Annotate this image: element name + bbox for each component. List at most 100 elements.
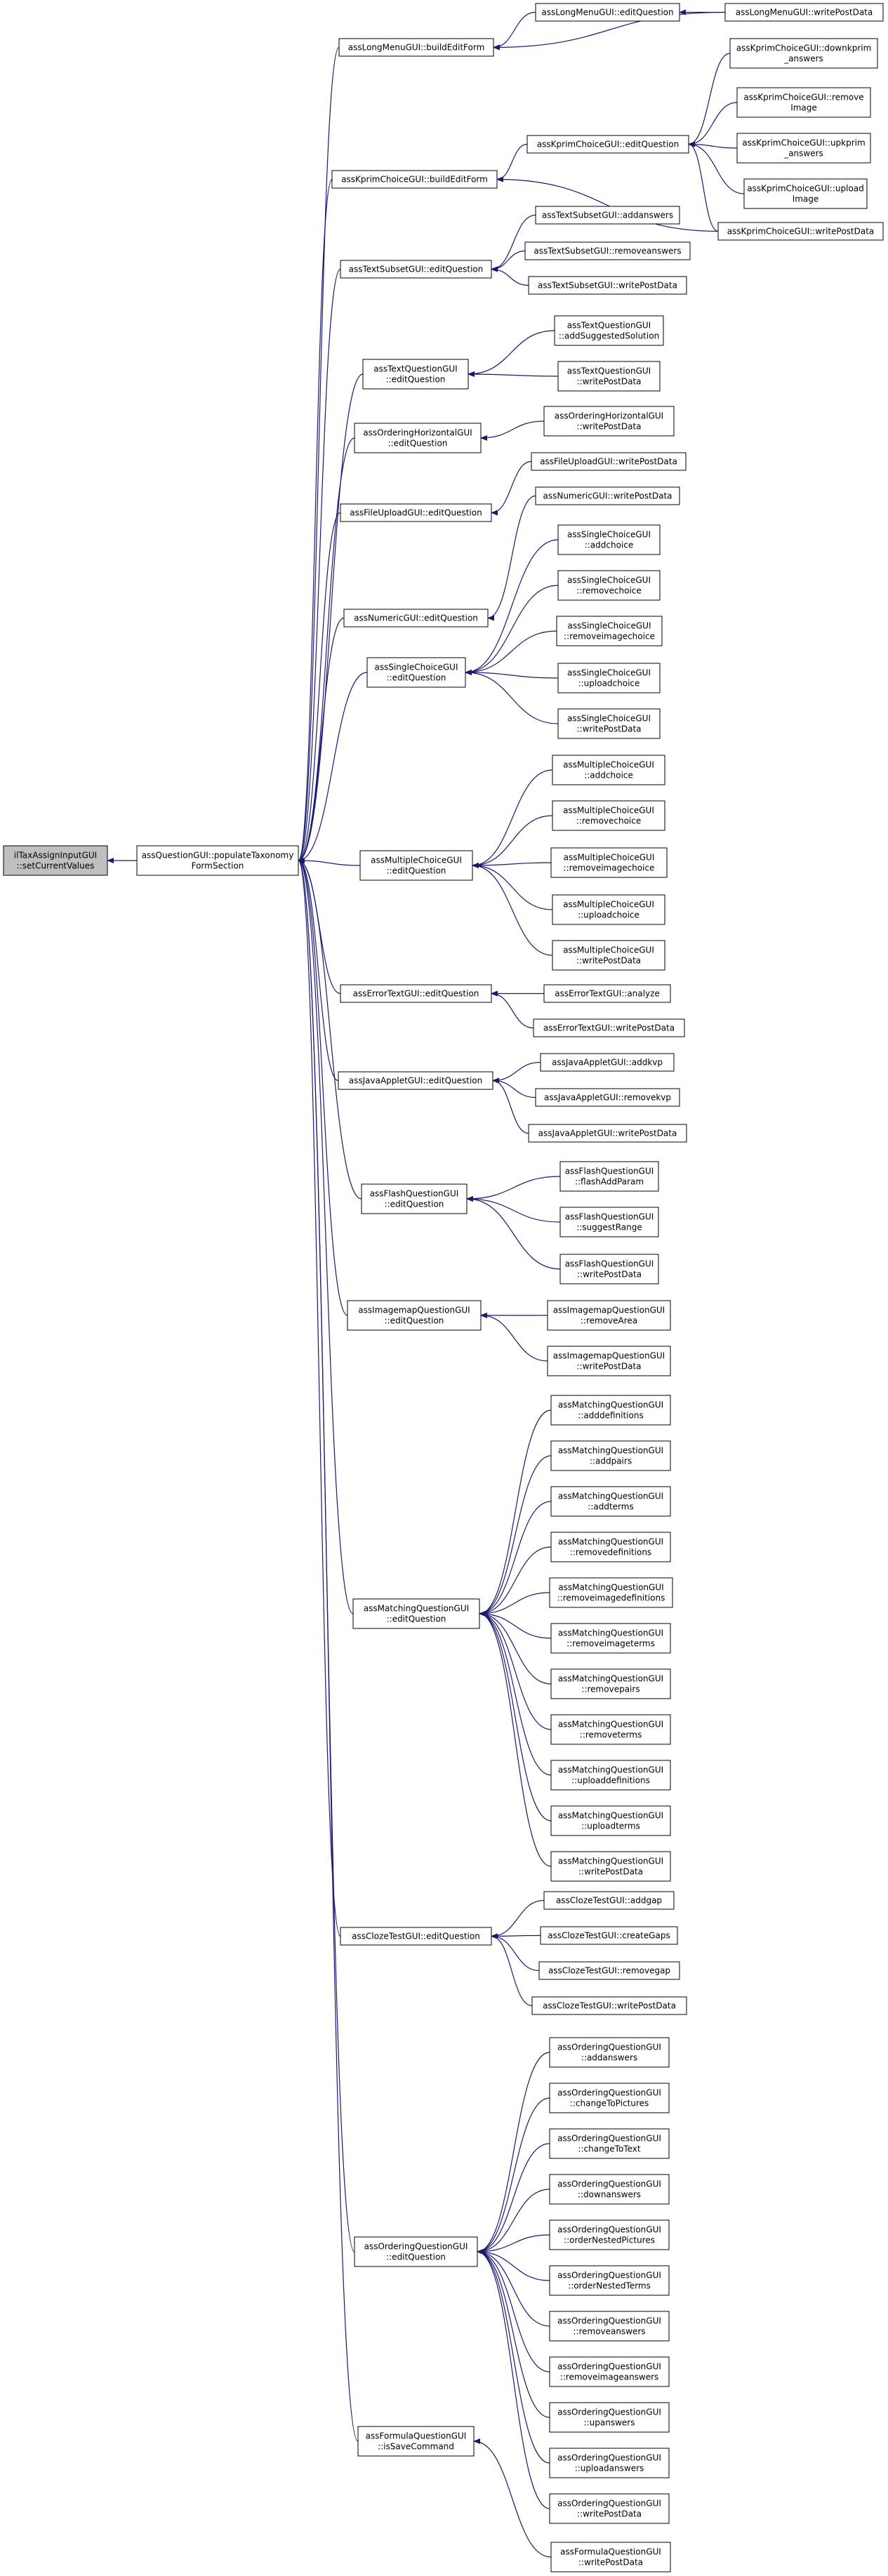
node-fu_write[interactable]: assFileUploadGUI::writePostData — [531, 452, 687, 471]
node-or_write[interactable]: assOrderingQuestionGUI::writePostData — [549, 2493, 670, 2524]
node-mc_remove[interactable]: assMultipleChoiceGUI::removechoice — [552, 800, 665, 831]
node-ts_write[interactable]: assTextSubsetGUI::writePostData — [528, 276, 687, 295]
node-mc_add[interactable]: assMultipleChoiceGUI::addchoice — [552, 755, 665, 785]
edge-ts_edit-to-populate — [298, 268, 341, 863]
node-kp_build[interactable]: assKprimChoiceGUI::buildEditForm — [331, 170, 498, 189]
node-sc_edit[interactable]: assSingleChoiceGUI::editQuestion — [366, 657, 466, 688]
node-ja_write[interactable]: assJavaAppletGUI::writePostData — [528, 1124, 687, 1143]
edge-fl_write-to-fl_edit — [466, 1196, 561, 1270]
node-ma_remterms[interactable]: assMatchingQuestionGUI::removeterms — [550, 1714, 671, 1745]
node-label-line: assErrorTextGUI::analyze — [555, 989, 660, 999]
node-sc_remove[interactable]: assSingleChoiceGUI::removechoice — [557, 570, 661, 601]
node-root[interactable]: ilTaxAssignInputGUI::setCurrentValues — [3, 845, 108, 876]
node-mc_edit[interactable]: assMultipleChoiceGUI::editQuestion — [359, 850, 473, 881]
node-sc_write[interactable]: assSingleChoiceGUI::writePostData — [557, 708, 661, 739]
node-ma_adddef[interactable]: assMatchingQuestionGUI::adddefinitions — [550, 1395, 671, 1426]
node-fl_add[interactable]: assFlashQuestionGUI::flashAddParam — [559, 1161, 659, 1192]
node-fl_suggest[interactable]: assFlashQuestionGUI::suggestRange — [559, 1207, 659, 1237]
node-ma_addterms[interactable]: assMatchingQuestionGUI::addterms — [550, 1486, 671, 1517]
node-box — [550, 2542, 671, 2572]
node-im_remove[interactable]: assImagemapQuestionGUI::removeArea — [547, 1300, 671, 1331]
node-tq_write[interactable]: assTextQuestionGUI::writePostData — [557, 361, 661, 392]
node-et_analyze[interactable]: assErrorTextGUI::analyze — [543, 984, 671, 1003]
node-or_removeimg[interactable]: assOrderingQuestionGUI::removeimageanswe… — [549, 2356, 670, 2387]
node-tq_add[interactable]: assTextQuestionGUI::addSuggestedSolution — [554, 315, 664, 346]
node-ts_remove[interactable]: assTextSubsetGUI::removeanswers — [524, 241, 691, 260]
node-kp_up[interactable]: assKprimChoiceGUI::upkprim_answers — [736, 133, 871, 164]
node-box — [557, 524, 661, 555]
node-fu_edit[interactable]: assFileUploadGUI::editQuestion — [340, 503, 492, 522]
node-sc_removeimg[interactable]: assSingleChoiceGUI::removeimagechoice — [556, 616, 663, 646]
node-tq_edit[interactable]: assTextQuestionGUI::editQuestion — [362, 359, 469, 390]
node-box — [528, 1124, 687, 1143]
node-im_write[interactable]: assImagemapQuestionGUI::writePostData — [547, 1346, 671, 1376]
node-cz_remove[interactable]: assClozeTestGUI::removegap — [538, 1961, 680, 1980]
node-mc_removeimg[interactable]: assMultipleChoiceGUI::removeimagechoice — [550, 847, 668, 878]
node-cz_addgap[interactable]: assClozeTestGUI::addgap — [543, 1891, 675, 1910]
node-ma_write[interactable]: assMatchingQuestionGUI::writePostData — [550, 1851, 671, 1882]
node-or_nestterms[interactable]: assOrderingQuestionGUI::orderNestedTerms — [549, 2265, 670, 2296]
node-kp_down[interactable]: assKprimChoiceGUI::downkprim_answers — [729, 38, 878, 69]
node-ja_remove[interactable]: assJavaAppletGUI::removekvp — [535, 1088, 680, 1107]
node-ma_addpairs[interactable]: assMatchingQuestionGUI::addpairs — [550, 1440, 671, 1471]
node-or_edit[interactable]: assOrderingQuestionGUI::editQuestion — [354, 2236, 478, 2267]
node-box — [347, 1300, 482, 1331]
node-or_text[interactable]: assOrderingQuestionGUI::changeToText — [549, 2128, 670, 2159]
node-sc_upload[interactable]: assSingleChoiceGUI::uploadchoice — [557, 663, 661, 693]
node-fl_write[interactable]: assFlashQuestionGUI::writePostData — [559, 1254, 659, 1284]
node-sc_add[interactable]: assSingleChoiceGUI::addchoice — [557, 524, 661, 555]
node-mc_write[interactable]: assMultipleChoiceGUI::writePostData — [552, 940, 665, 971]
node-or_remove[interactable]: assOrderingQuestionGUI::removeanswers — [549, 2311, 670, 2342]
node-lm_edit[interactable]: assLongMenuGUI::editQuestion — [535, 3, 680, 22]
node-label-line: ::removechoice — [576, 816, 642, 826]
node-ma_updef[interactable]: assMatchingQuestionGUI::uploaddefinition… — [550, 1760, 671, 1791]
node-oh_edit[interactable]: assOrderingHorizontalGUI::editQuestion — [354, 423, 482, 453]
node-kp_edit[interactable]: assKprimChoiceGUI::editQuestion — [526, 135, 689, 154]
node-label-line: _answers — [783, 149, 823, 159]
node-ma_edit[interactable]: assMatchingQuestionGUI::editQuestion — [352, 1598, 480, 1629]
node-kp_write[interactable]: assKprimChoiceGUI::writePostData — [717, 222, 884, 241]
node-ja_edit[interactable]: assJavaAppletGUI::editQuestion — [338, 1071, 493, 1090]
edge-tq_add-to-tq_edit — [468, 330, 555, 377]
node-oh_write[interactable]: assOrderingHorizontalGUI::writePostData — [543, 406, 675, 437]
node-populate[interactable]: assQuestionGUI::populateTaxonomyFormSect… — [136, 845, 299, 876]
node-label-line: assMatchingQuestionGUI — [558, 1537, 663, 1547]
node-im_edit[interactable]: assImagemapQuestionGUI::editQuestion — [347, 1300, 482, 1331]
node-lm_build[interactable]: assLongMenuGUI::buildEditForm — [338, 38, 494, 57]
node-fl_edit[interactable]: assFlashQuestionGUI::editQuestion — [361, 1183, 468, 1214]
node-cz_edit[interactable]: assClozeTestGUI::editQuestion — [340, 1927, 492, 1946]
node-nu_write[interactable]: assNumericGUI::writePostData — [535, 486, 680, 505]
node-or_down[interactable]: assOrderingQuestionGUI::downanswers — [549, 2174, 670, 2205]
node-fo_write[interactable]: assFormulaQuestionGUI::writePostData — [550, 2542, 671, 2572]
node-ma_upterms[interactable]: assMatchingQuestionGUI::uploadterms — [550, 1805, 671, 1836]
node-label-line: assFormulaQuestionGUI — [366, 2431, 467, 2441]
node-cz_create[interactable]: assClozeTestGUI::createGaps — [540, 1926, 678, 1945]
node-ja_add[interactable]: assJavaAppletGUI::addkvp — [540, 1053, 675, 1072]
node-ts_add[interactable]: assTextSubsetGUI::addanswers — [535, 206, 680, 225]
node-ma_remimgdef[interactable]: assMatchingQuestionGUI::removeimagedefin… — [549, 1577, 673, 1608]
node-or_up[interactable]: assOrderingQuestionGUI::upanswers — [549, 2402, 670, 2433]
node-fo_save[interactable]: assFormulaQuestionGUI::isSaveCommand — [357, 2426, 475, 2457]
edge-sc_remove-to-sc_edit — [465, 585, 559, 675]
node-ma_remimgterms[interactable]: assMatchingQuestionGUI::removeimageterms — [550, 1623, 671, 1654]
node-label-line: assOrderingQuestionGUI — [557, 2499, 661, 2509]
node-or_add[interactable]: assOrderingQuestionGUI::addanswers — [549, 2037, 670, 2068]
node-ts_edit[interactable]: assTextSubsetGUI::editQuestion — [340, 260, 492, 279]
node-box — [357, 2426, 475, 2457]
node-label-line: _answers — [783, 54, 823, 64]
node-or_pics[interactable]: assOrderingQuestionGUI::changeToPictures — [549, 2083, 670, 2113]
node-ma_rempairs[interactable]: assMatchingQuestionGUI::removepairs — [550, 1668, 671, 1699]
node-or_upload[interactable]: assOrderingQuestionGUI::uploadanswers — [549, 2448, 670, 2478]
node-et_edit[interactable]: assErrorTextGUI::editQuestion — [340, 984, 492, 1003]
node-nu_edit[interactable]: assNumericGUI::editQuestion — [343, 609, 489, 628]
node-ma_remdef[interactable]: assMatchingQuestionGUI::removedefinition… — [550, 1532, 671, 1562]
node-et_write[interactable]: assErrorTextGUI::writePostData — [533, 1018, 685, 1037]
node-box — [559, 1254, 659, 1284]
node-lm_write[interactable]: assLongMenuGUI::writePostData — [724, 3, 884, 22]
node-label-line: ::writePostData — [577, 2509, 642, 2519]
node-or_nestpics[interactable]: assOrderingQuestionGUI::orderNestedPictu… — [549, 2219, 670, 2250]
node-cz_write[interactable]: assClozeTestGUI::writePostData — [531, 1996, 687, 2015]
node-mc_upload[interactable]: assMultipleChoiceGUI::uploadchoice — [552, 894, 665, 925]
